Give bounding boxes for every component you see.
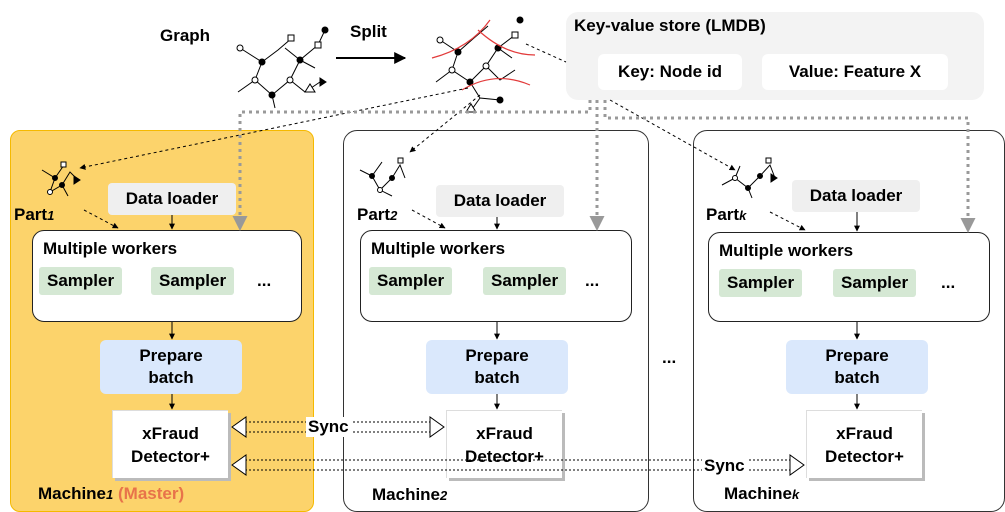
more-samplers-k: ...: [941, 273, 956, 292]
part2-graph-icon: [359, 157, 406, 197]
graph-icon: [236, 26, 329, 109]
kv-store: Key-value store (LMDB) Key: Node id Valu…: [566, 12, 984, 100]
sync-label-1: Sync: [306, 417, 351, 437]
workers-title-k: Multiple workers: [719, 241, 854, 260]
workers-title-2: Multiple workers: [371, 239, 506, 258]
sync-1-left-head: [231, 416, 247, 438]
part-k-label: Partk: [706, 205, 747, 224]
split-label: Split: [350, 22, 387, 41]
workers-k: Multiple workers Sampler Sampler ...: [708, 232, 990, 322]
more-samplers-2: ...: [585, 271, 600, 290]
data-loader-2: Data loader: [436, 185, 564, 217]
part1-graph-icon: [41, 161, 81, 197]
split-graph-icon: [435, 16, 524, 113]
data-loader-k: Data loader: [792, 180, 920, 212]
workers-2: Multiple workers Sampler Sampler ...: [360, 230, 632, 322]
kv-key: Key: Node id: [598, 54, 742, 90]
machine-2-name: Machine2: [372, 485, 448, 504]
part-2-label: Part2: [357, 205, 398, 224]
sync-2-right-head: [789, 454, 805, 476]
kv-value: Value: Feature X: [762, 54, 948, 90]
kv-store-title: Key-value store (LMDB): [574, 16, 766, 35]
sync-1-right-head: [429, 416, 445, 438]
split-to-part2: [409, 94, 481, 153]
sync-arrow-2: [245, 459, 790, 471]
master-role: (Master): [118, 484, 185, 503]
kv-to-partk: [609, 99, 736, 171]
split-to-part1: [79, 87, 469, 170]
kv-to-machine1: [232, 100, 592, 231]
machine-k-name: Machinek: [724, 484, 800, 503]
workers-1: Multiple workers Sampler Sampler ...: [32, 230, 302, 322]
split-cut-lines: [431, 19, 536, 91]
partk-graph-icon: [721, 157, 778, 199]
machine-1-name: Machine1 (Master): [38, 484, 185, 503]
sampler-1b: Sampler: [151, 267, 235, 295]
data-loader-1: Data loader: [108, 183, 236, 215]
more-machines: ...: [662, 348, 677, 367]
graph-label: Graph: [160, 26, 211, 45]
graph-to-kv-link: [525, 43, 567, 63]
workers-title-1: Multiple workers: [43, 239, 178, 258]
kv-to-machinek: [603, 100, 976, 233]
sampler-2a: Sampler: [369, 267, 453, 295]
more-samplers-1: ...: [257, 271, 272, 290]
sampler-ka: Sampler: [719, 269, 803, 297]
sampler-kb: Sampler: [833, 269, 917, 297]
sampler-1a: Sampler: [39, 267, 123, 295]
sync-2-left-head: [231, 454, 247, 476]
sync-label-2: Sync: [702, 456, 747, 476]
sampler-2b: Sampler: [483, 267, 567, 295]
part-1-label: Part1: [14, 205, 55, 224]
